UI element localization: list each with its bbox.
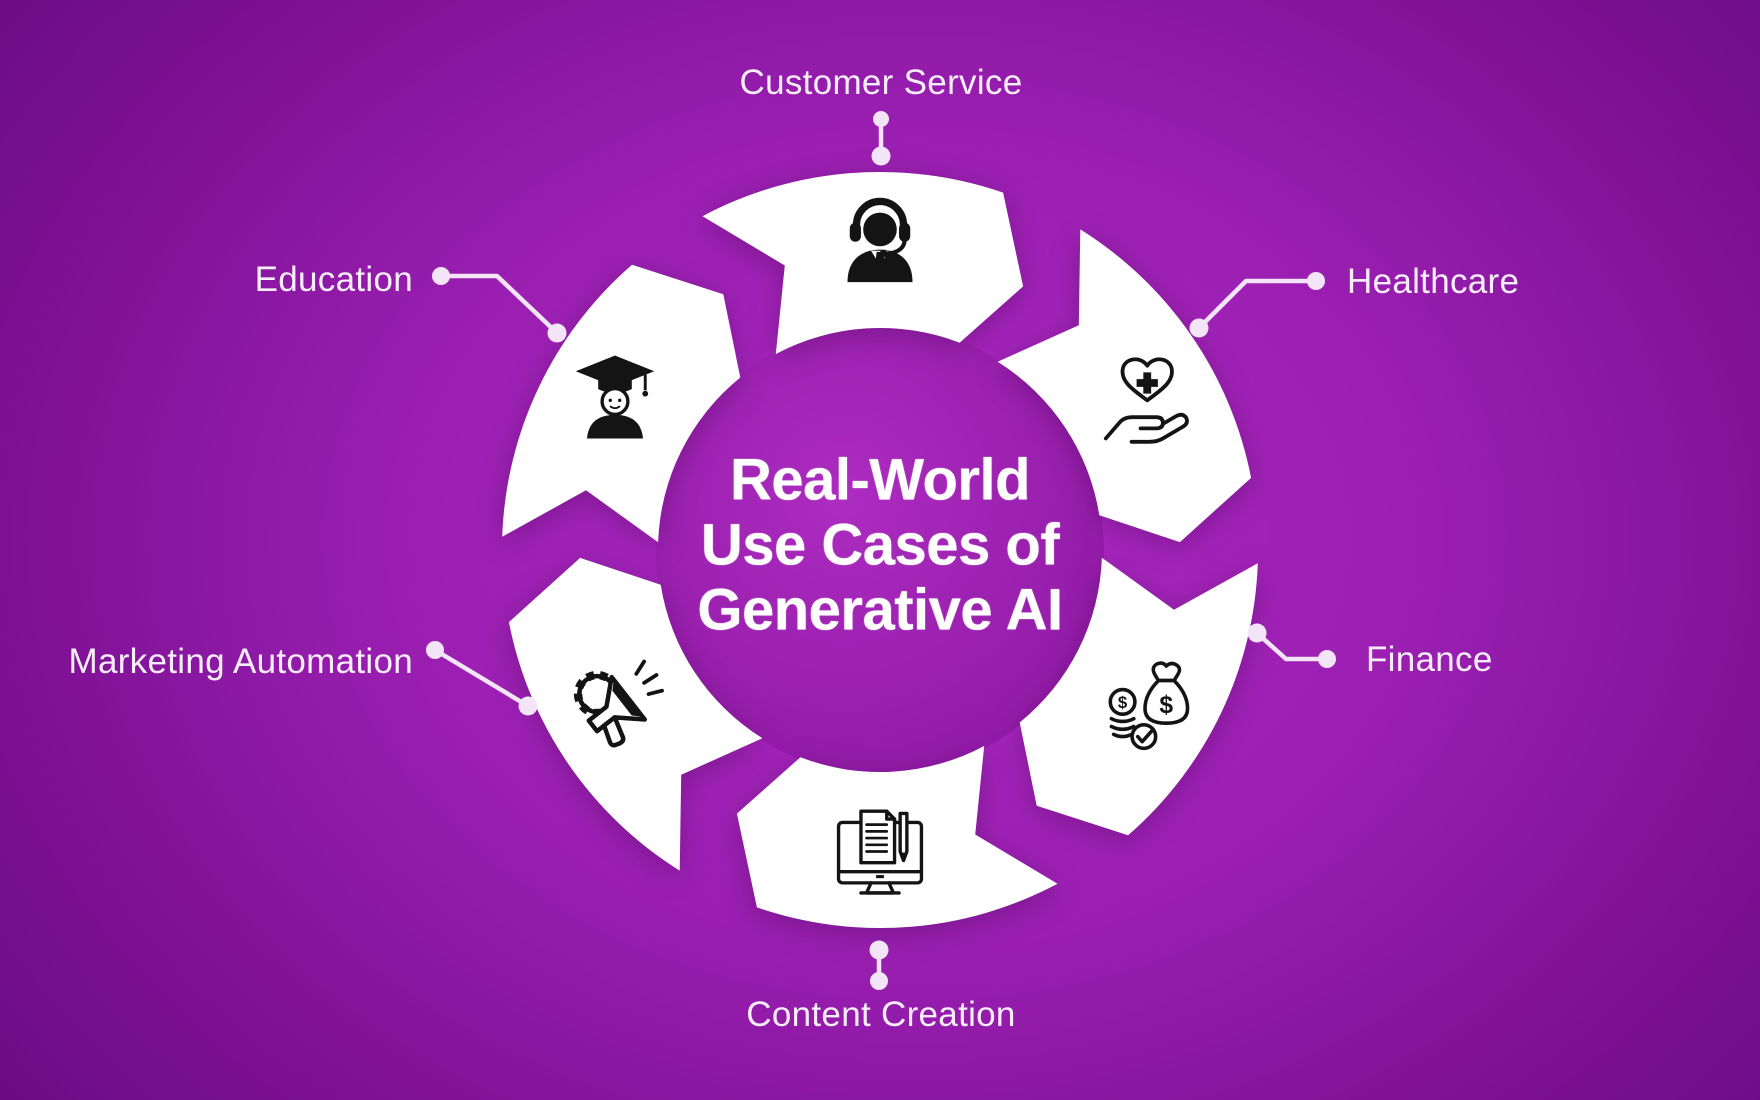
label-healthcare: Healthcare: [1347, 262, 1520, 301]
title-line-1: Real-World: [729, 447, 1031, 513]
connector-line: [438, 273, 560, 336]
connector-dot: [873, 111, 889, 127]
content-creation-icon: [824, 800, 936, 912]
svg-text:$: $: [1159, 692, 1173, 719]
connector-dot: [426, 641, 444, 659]
connector-finance: [1247, 623, 1336, 668]
label-education: Education: [254, 260, 413, 299]
svg-text:$: $: [1118, 693, 1128, 712]
ring-segment-finance: [1019, 557, 1258, 836]
healthcare-icon: [1089, 341, 1201, 453]
customer-service-icon: [824, 188, 936, 300]
page-title: Real-World Use Cases of Generative AI: [560, 448, 1200, 643]
connector-dot: [1247, 623, 1267, 643]
connector-line: [432, 647, 531, 709]
education-icon: [559, 341, 671, 453]
connector-marketing-automation: [426, 641, 538, 716]
label-marketing-automation: Marketing Automation: [68, 642, 413, 681]
connector-healthcare: [1189, 272, 1325, 338]
label-finance: Finance: [1366, 640, 1493, 679]
connector-dot: [432, 267, 450, 285]
connector-line: [1196, 278, 1319, 331]
finance-icon: $ $: [1089, 647, 1201, 759]
connector-dot: [1307, 272, 1325, 290]
connector-dot: [518, 696, 538, 716]
label-connectors: [426, 111, 1336, 990]
title-line-2: Use Cases of: [700, 512, 1060, 578]
cycle-ring: [502, 171, 1258, 929]
connector-dot: [1318, 650, 1336, 668]
marketing-automation-icon: [559, 647, 671, 759]
title-line-3: Generative AI: [697, 577, 1063, 643]
label-content-creation: Content Creation: [746, 995, 1016, 1034]
connector-dot: [1189, 318, 1209, 338]
connector-dot: [547, 323, 567, 343]
connector-dot: [871, 146, 891, 166]
connector-dot: [869, 940, 889, 960]
ring-segment-healthcare: [997, 229, 1252, 543]
ring-segment-content-creation: [736, 746, 1058, 929]
label-customer-service: Customer Service: [739, 63, 1023, 102]
center-circle: [656, 326, 1104, 774]
connector-line: [1254, 630, 1330, 662]
connector-dot: [870, 972, 888, 990]
connector-customer-service: [871, 111, 891, 166]
connector-content-creation: [869, 940, 889, 990]
connector-education: [432, 267, 567, 343]
